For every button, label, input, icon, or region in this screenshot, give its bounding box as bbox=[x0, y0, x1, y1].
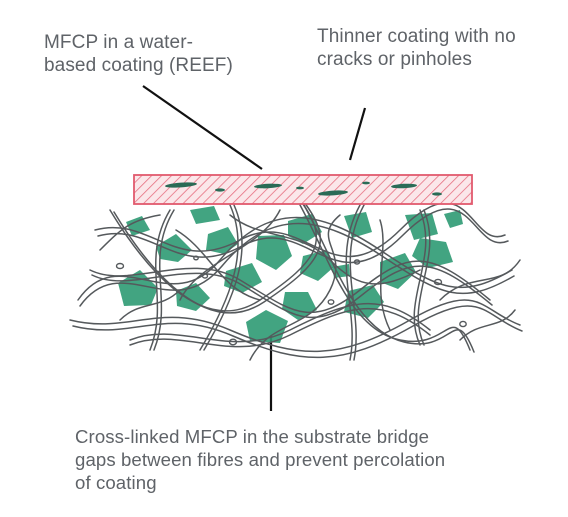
label-mfcp-coating: MFCP in a water- based coating (REEF) bbox=[44, 31, 233, 77]
fibre-loops bbox=[115, 255, 467, 346]
coating-layer bbox=[133, 174, 473, 205]
label-mfcp-coating-line-1: MFCP in a water- bbox=[44, 32, 194, 53]
label-crosslinked-line-3: of coating bbox=[75, 472, 157, 493]
leader-line-thinner bbox=[348, 107, 367, 161]
label-crosslinked-line-1: Cross-linked MFCP in the substrate bridg… bbox=[75, 426, 430, 447]
label-crosslinked-line-2: gaps between fibres and prevent percolat… bbox=[75, 449, 446, 470]
label-thinner-coating-line-2: cracks or pinholes bbox=[317, 49, 472, 70]
label-thinner-coating-line-1: Thinner coating with no bbox=[317, 26, 516, 47]
coating-mfcp-particles bbox=[165, 181, 442, 196]
label-mfcp-coating-line-2: based coating (REEF) bbox=[44, 55, 233, 76]
label-crosslinked-mfcp: Cross-linked MFCP in the substrate bridg… bbox=[75, 425, 445, 494]
label-thinner-coating: Thinner coating with no cracks or pinhol… bbox=[317, 25, 516, 71]
fibre-network bbox=[69, 199, 523, 361]
leader-line-coating bbox=[142, 85, 263, 170]
